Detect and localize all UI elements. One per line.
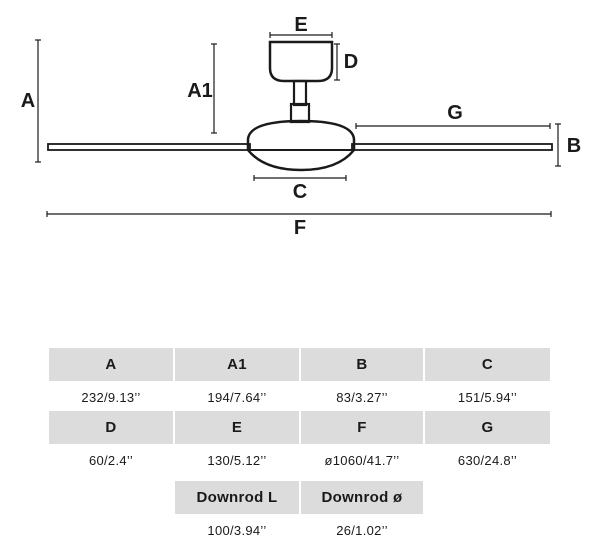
label-e: E bbox=[294, 14, 307, 36]
spec-header-f: F bbox=[301, 411, 423, 444]
downrod-coupling bbox=[289, 102, 311, 124]
spec-header-c: C bbox=[425, 348, 550, 381]
spec-header-a1: A1 bbox=[175, 348, 299, 381]
fan-blade-left bbox=[47, 143, 251, 151]
label-g: G bbox=[447, 102, 463, 124]
fan-drawing bbox=[47, 40, 553, 172]
label-b: B bbox=[567, 135, 581, 157]
spec-header-e: E bbox=[175, 411, 299, 444]
spec-value-downrod-length: 100/3.94’’ bbox=[207, 522, 267, 538]
spec-value-b: 83/3.27’’ bbox=[336, 389, 388, 405]
spec-header-a: A bbox=[49, 348, 173, 381]
label-a1: A1 bbox=[187, 80, 213, 102]
spec-header-downrod-diameter: Downrod ø bbox=[301, 481, 423, 514]
spec-value-g: 630/24.8’’ bbox=[457, 452, 518, 468]
spec-header-b: B bbox=[301, 348, 423, 381]
spec-value-a: 232/9.13’’ bbox=[81, 389, 141, 405]
ceiling-fan-dimension-diagram: A A1 B C D E F G bbox=[21, 14, 581, 239]
spec-value-a1: 194/7.64’’ bbox=[207, 389, 267, 405]
fan-motor-housing bbox=[246, 119, 356, 172]
fan-blade-right bbox=[351, 143, 553, 151]
spec-value-f: ø1060/41.7’’ bbox=[324, 452, 400, 468]
spec-value-e: 130/5.12’’ bbox=[207, 452, 267, 468]
fan-downrod bbox=[292, 79, 308, 107]
spec-value-c: 151/5.94’’ bbox=[457, 389, 518, 405]
label-c: C bbox=[293, 181, 307, 203]
fan-canopy bbox=[268, 40, 334, 83]
label-d: D bbox=[344, 51, 358, 73]
spec-header-downrod-length: Downrod L bbox=[175, 481, 299, 514]
dimension-lines bbox=[35, 32, 561, 217]
spec-value-downrod-diameter: 26/1.02’’ bbox=[336, 522, 388, 538]
spec-header-g: G bbox=[425, 411, 550, 444]
label-a: A bbox=[21, 90, 35, 112]
label-f: F bbox=[294, 217, 306, 239]
spec-value-d: 60/2.4’’ bbox=[88, 452, 134, 468]
spec-header-d: D bbox=[49, 411, 173, 444]
